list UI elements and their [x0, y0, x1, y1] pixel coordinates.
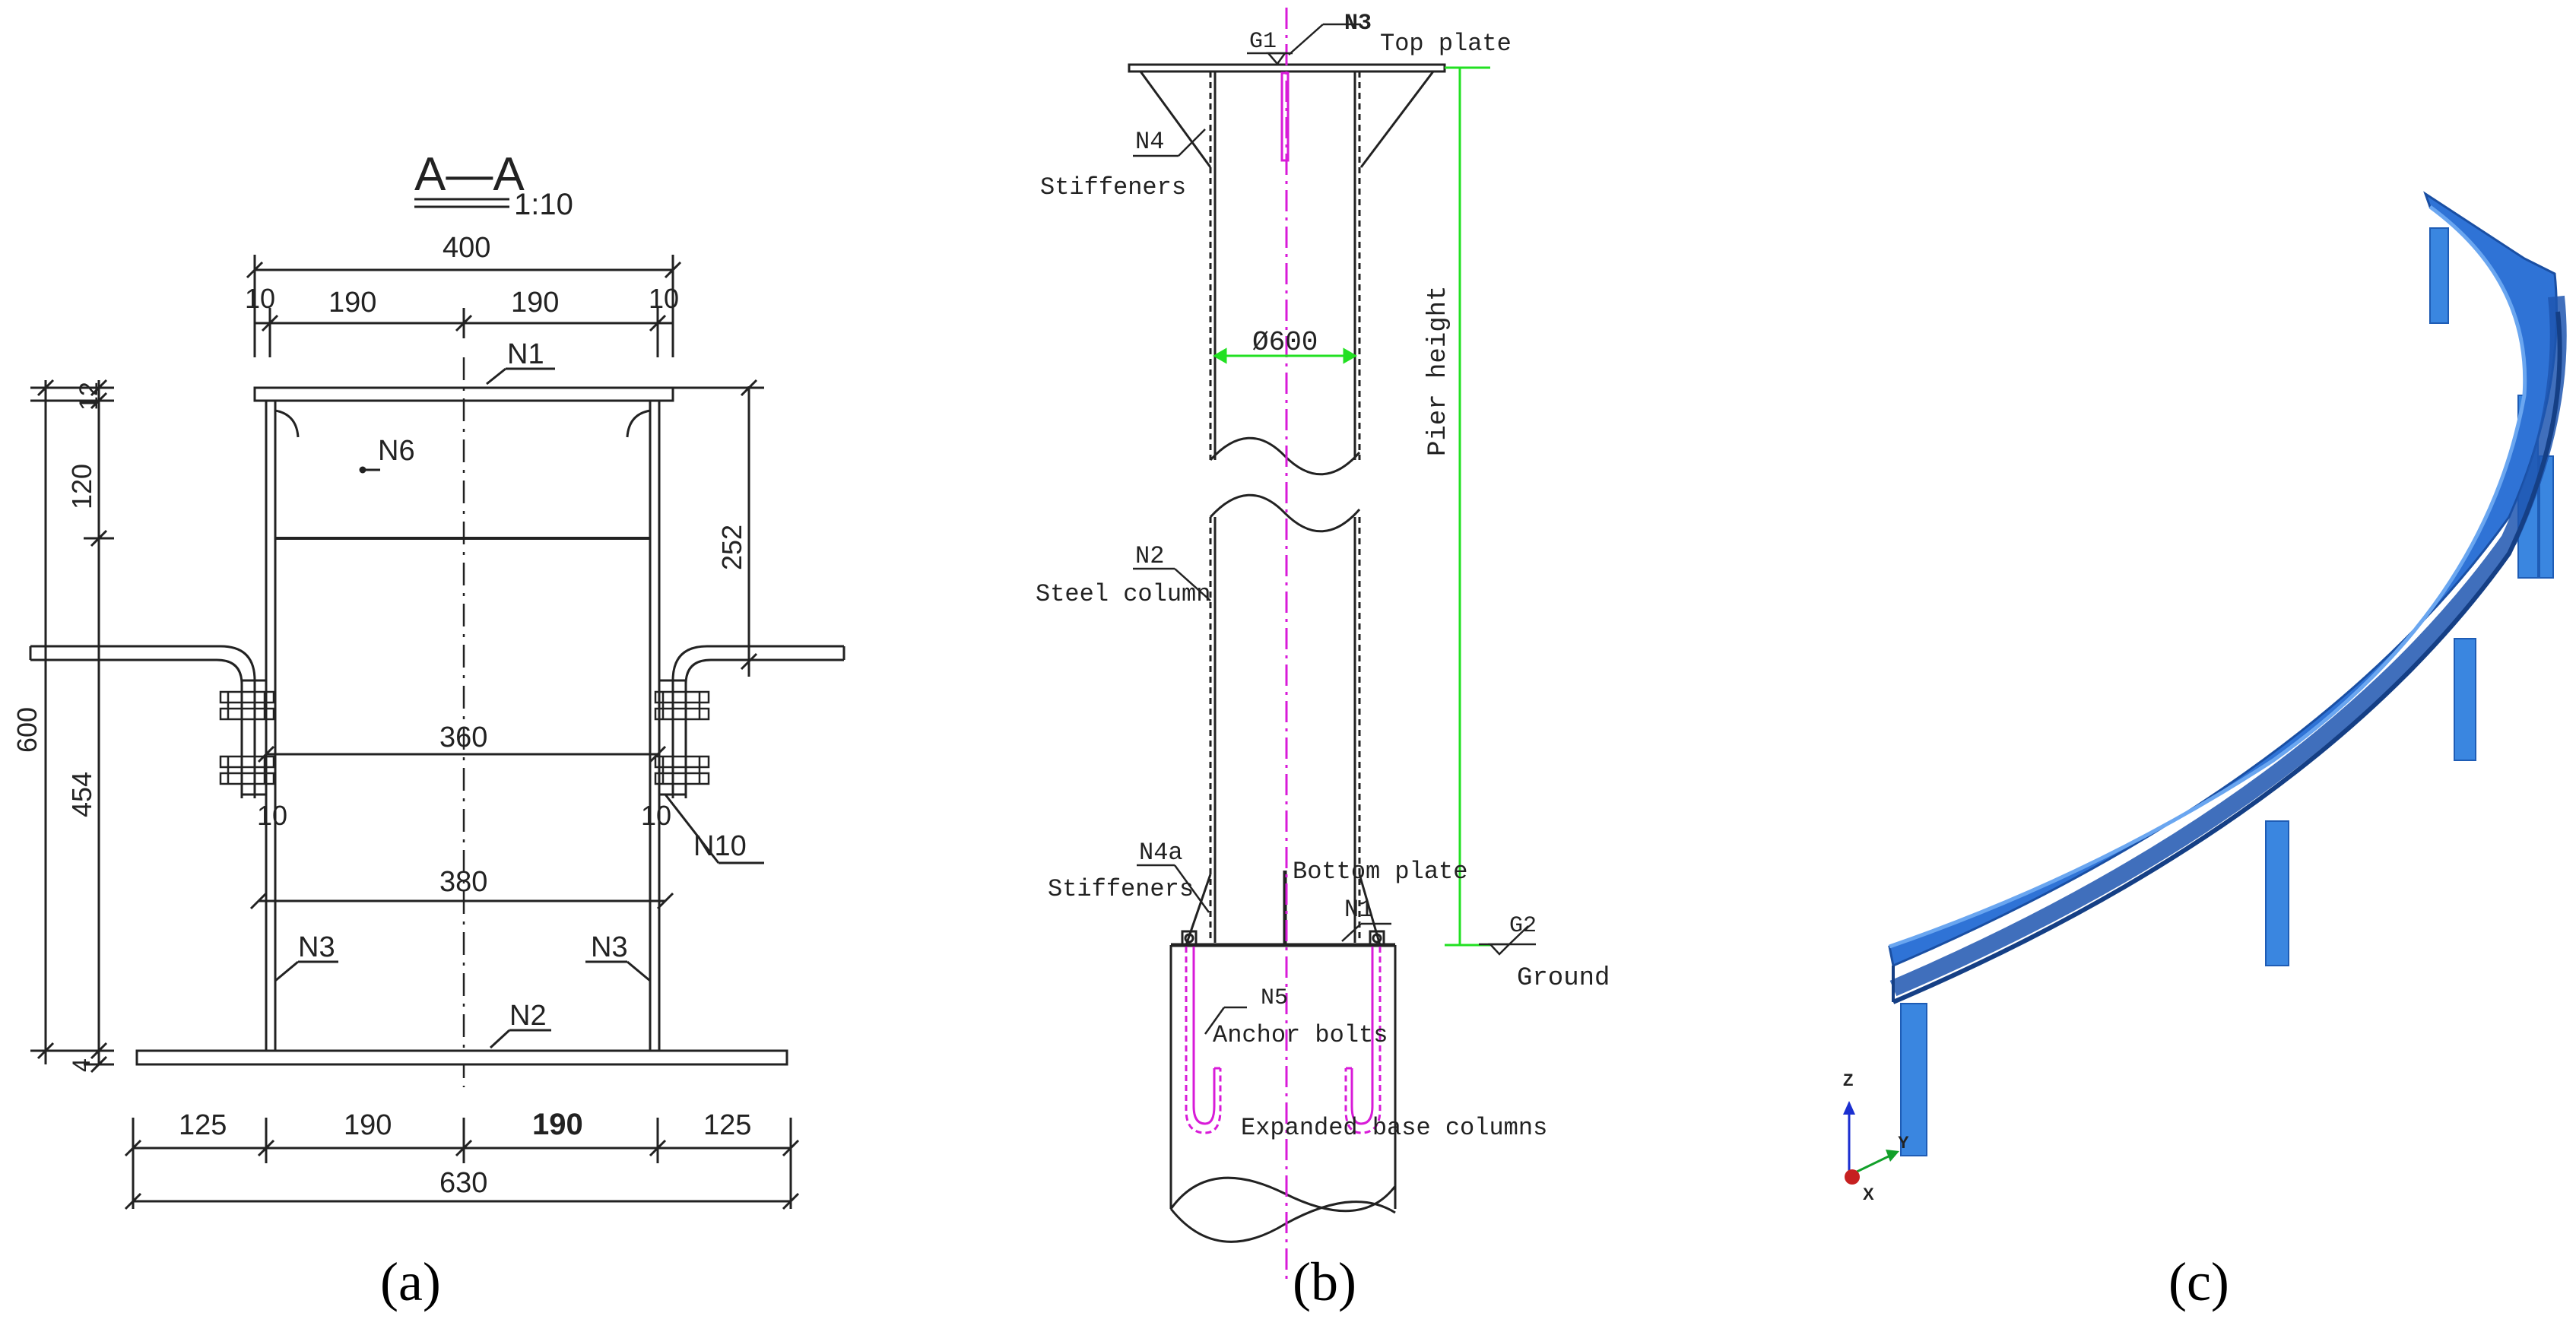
label-n10: N10	[693, 830, 747, 862]
label-ground: Ground	[1517, 964, 1610, 993]
section-scale: 1:10	[514, 188, 573, 221]
dim-top-10-left: 10	[245, 283, 275, 314]
dim-4: 4	[68, 1058, 95, 1072]
dim-bottom-190-left: 190	[344, 1109, 392, 1141]
pier-6	[1900, 1003, 1927, 1156]
label-g1: G1	[1249, 29, 1277, 55]
dim-360: 360	[439, 722, 487, 753]
axis-x-label: X	[1863, 1185, 1874, 1204]
label-n3: N3	[1344, 11, 1372, 36]
label-n4a: N4a	[1139, 839, 1183, 867]
dim-10-left: 10	[257, 800, 287, 831]
label-steel-column: Steel column	[1036, 580, 1210, 608]
dim-380: 380	[439, 866, 487, 898]
top-plate	[1128, 63, 1446, 73]
label-stiffeners-top: Stiffeners	[1040, 173, 1186, 201]
caption-b: (b)	[1293, 1251, 1356, 1312]
curved-girder	[1888, 191, 2558, 968]
axis-z-label: Z	[1843, 1070, 1853, 1090]
dim-bottom-630: 630	[439, 1167, 487, 1199]
base-plate-n2	[135, 1049, 788, 1066]
pier-5	[2265, 820, 2289, 966]
label-n2: N2	[1135, 542, 1164, 570]
label-anchor-bolts: Anchor bolts	[1213, 1021, 1388, 1049]
label-n3-left: N3	[298, 931, 335, 963]
dim-600: 600	[11, 707, 43, 753]
panel-b-magenta-elements	[1185, 8, 1382, 1285]
panel-b-labels	[1133, 23, 1536, 1035]
panel-b-dimension-lines	[1212, 66, 1490, 947]
label-bottom-plate: Bottom plate	[1293, 858, 1467, 886]
dim-top-400: 400	[443, 232, 490, 264]
panel-a-section-drawing: A—A 1:10 400 10 190 190 10	[11, 148, 845, 1210]
caption-a: (a)	[380, 1251, 441, 1312]
label-top-plate: Top plate	[1380, 30, 1512, 58]
panel-c-3d-model: Z Y X	[1843, 191, 2567, 1204]
dim-bottom-190-right: 190	[532, 1108, 583, 1141]
label-n5: N5	[1261, 985, 1288, 1011]
axis-y-label: Y	[1898, 1133, 1909, 1152]
label-n1: N1	[1344, 896, 1373, 924]
pier-3	[2454, 638, 2476, 761]
label-pier-height: Pier height	[1424, 286, 1453, 456]
dim-454: 454	[66, 772, 97, 817]
dim-10-right: 10	[641, 800, 671, 831]
pier-1	[2429, 227, 2449, 324]
label-n3-right: N3	[591, 931, 628, 963]
label-expanded-base: Expanded base columns	[1241, 1114, 1547, 1142]
dim-top-10-right: 10	[649, 283, 679, 314]
label-n6: N6	[378, 435, 415, 467]
dim-bottom-125-left: 125	[179, 1109, 227, 1141]
dim-top-190-right: 190	[511, 287, 559, 319]
label-stiffeners-bottom: Stiffeners	[1048, 875, 1194, 903]
label-n1: N1	[507, 338, 544, 370]
section-title: A—A	[414, 148, 525, 201]
dim-bottom-125-right: 125	[703, 1109, 751, 1141]
dim-120: 120	[66, 464, 97, 509]
label-g2: G2	[1509, 913, 1537, 939]
dim-252: 252	[716, 525, 747, 570]
dim-top-190-left: 190	[328, 287, 376, 319]
dim-12: 12	[75, 382, 103, 411]
label-n2: N2	[509, 1000, 547, 1032]
caption-c: (c)	[2168, 1251, 2229, 1312]
label-diameter: Ø600	[1252, 327, 1318, 358]
label-n4: N4	[1135, 128, 1164, 156]
